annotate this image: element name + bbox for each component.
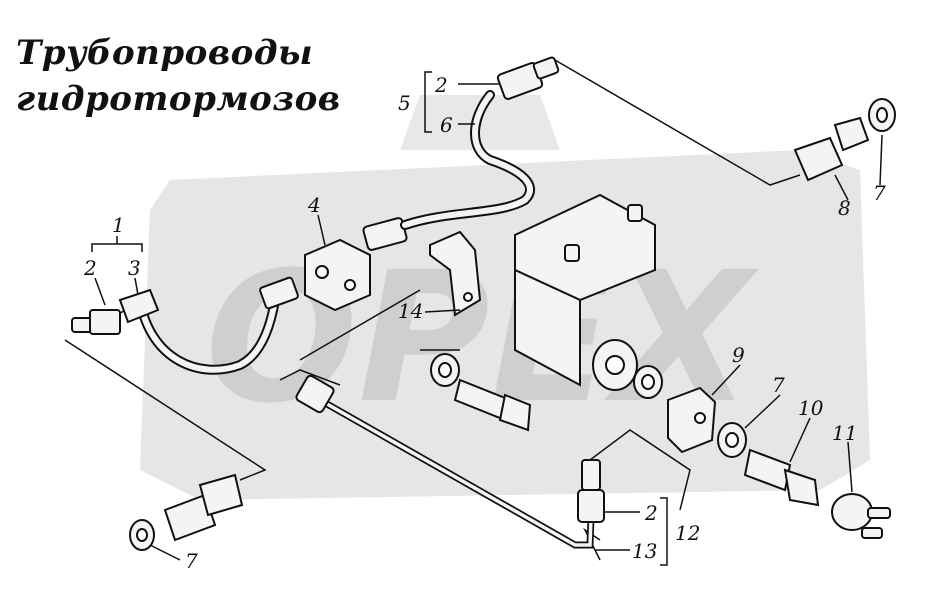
callout-5: 5 — [398, 91, 411, 115]
washer-7-bottom — [129, 519, 155, 551]
callout-2-upper: 2 — [434, 73, 448, 97]
fitting-3-left — [118, 288, 160, 324]
tee-block-4 — [304, 217, 408, 312]
callout-leaders — [149, 134, 883, 561]
tee-block-9 — [667, 386, 717, 454]
fitting-8 — [793, 116, 870, 182]
washer-7-top — [868, 98, 896, 132]
callout-1: 1 — [112, 213, 125, 237]
pressure-switch-11 — [831, 493, 891, 539]
washer-cylinder — [633, 365, 663, 399]
callout-2-left: 2 — [83, 256, 97, 280]
callout-10: 10 — [798, 396, 824, 420]
hose-end-fitting — [259, 276, 299, 310]
callout-8: 8 — [838, 196, 851, 220]
callout-labels: 1 2 3 4 5 2 6 8 7 9 7 10 11 12 2 13 14 7 — [83, 73, 886, 573]
bracket-14 — [429, 230, 482, 317]
callout-7-middle: 7 — [772, 373, 785, 397]
callout-13: 13 — [632, 539, 657, 563]
leader-lines — [64, 59, 801, 561]
title-line-1: Трубопроводы — [16, 33, 314, 73]
fitting-2-left — [89, 309, 121, 335]
hose-assembly-1 — [71, 276, 299, 375]
hose-assembly-5 — [400, 56, 560, 230]
callout-bracket-1 — [91, 236, 143, 306]
callout-3: 3 — [128, 256, 141, 280]
callout-4: 4 — [307, 193, 321, 217]
callout-7-top: 7 — [873, 181, 886, 205]
callout-11: 11 — [832, 421, 857, 445]
callout-bracket-12 — [595, 497, 668, 566]
callout-12: 12 — [675, 521, 700, 545]
title-line-2: гидротормозов — [16, 79, 341, 119]
callout-2-lower: 2 — [644, 501, 658, 525]
fitting-lower-left — [163, 473, 244, 542]
callout-7-bottom: 7 — [185, 549, 198, 573]
master-cylinder — [514, 193, 656, 391]
fitting-10 — [743, 448, 820, 507]
washer-7-middle — [717, 422, 747, 458]
bolt-with-washer — [430, 353, 532, 432]
callout-6: 6 — [440, 113, 453, 137]
callout-9: 9 — [732, 343, 745, 367]
metal-tube-13 — [295, 374, 605, 549]
callout-14: 14 — [398, 299, 423, 323]
diagram-title: Трубопроводы гидротормозов — [16, 30, 341, 122]
callout-bracket-5 — [424, 71, 500, 133]
